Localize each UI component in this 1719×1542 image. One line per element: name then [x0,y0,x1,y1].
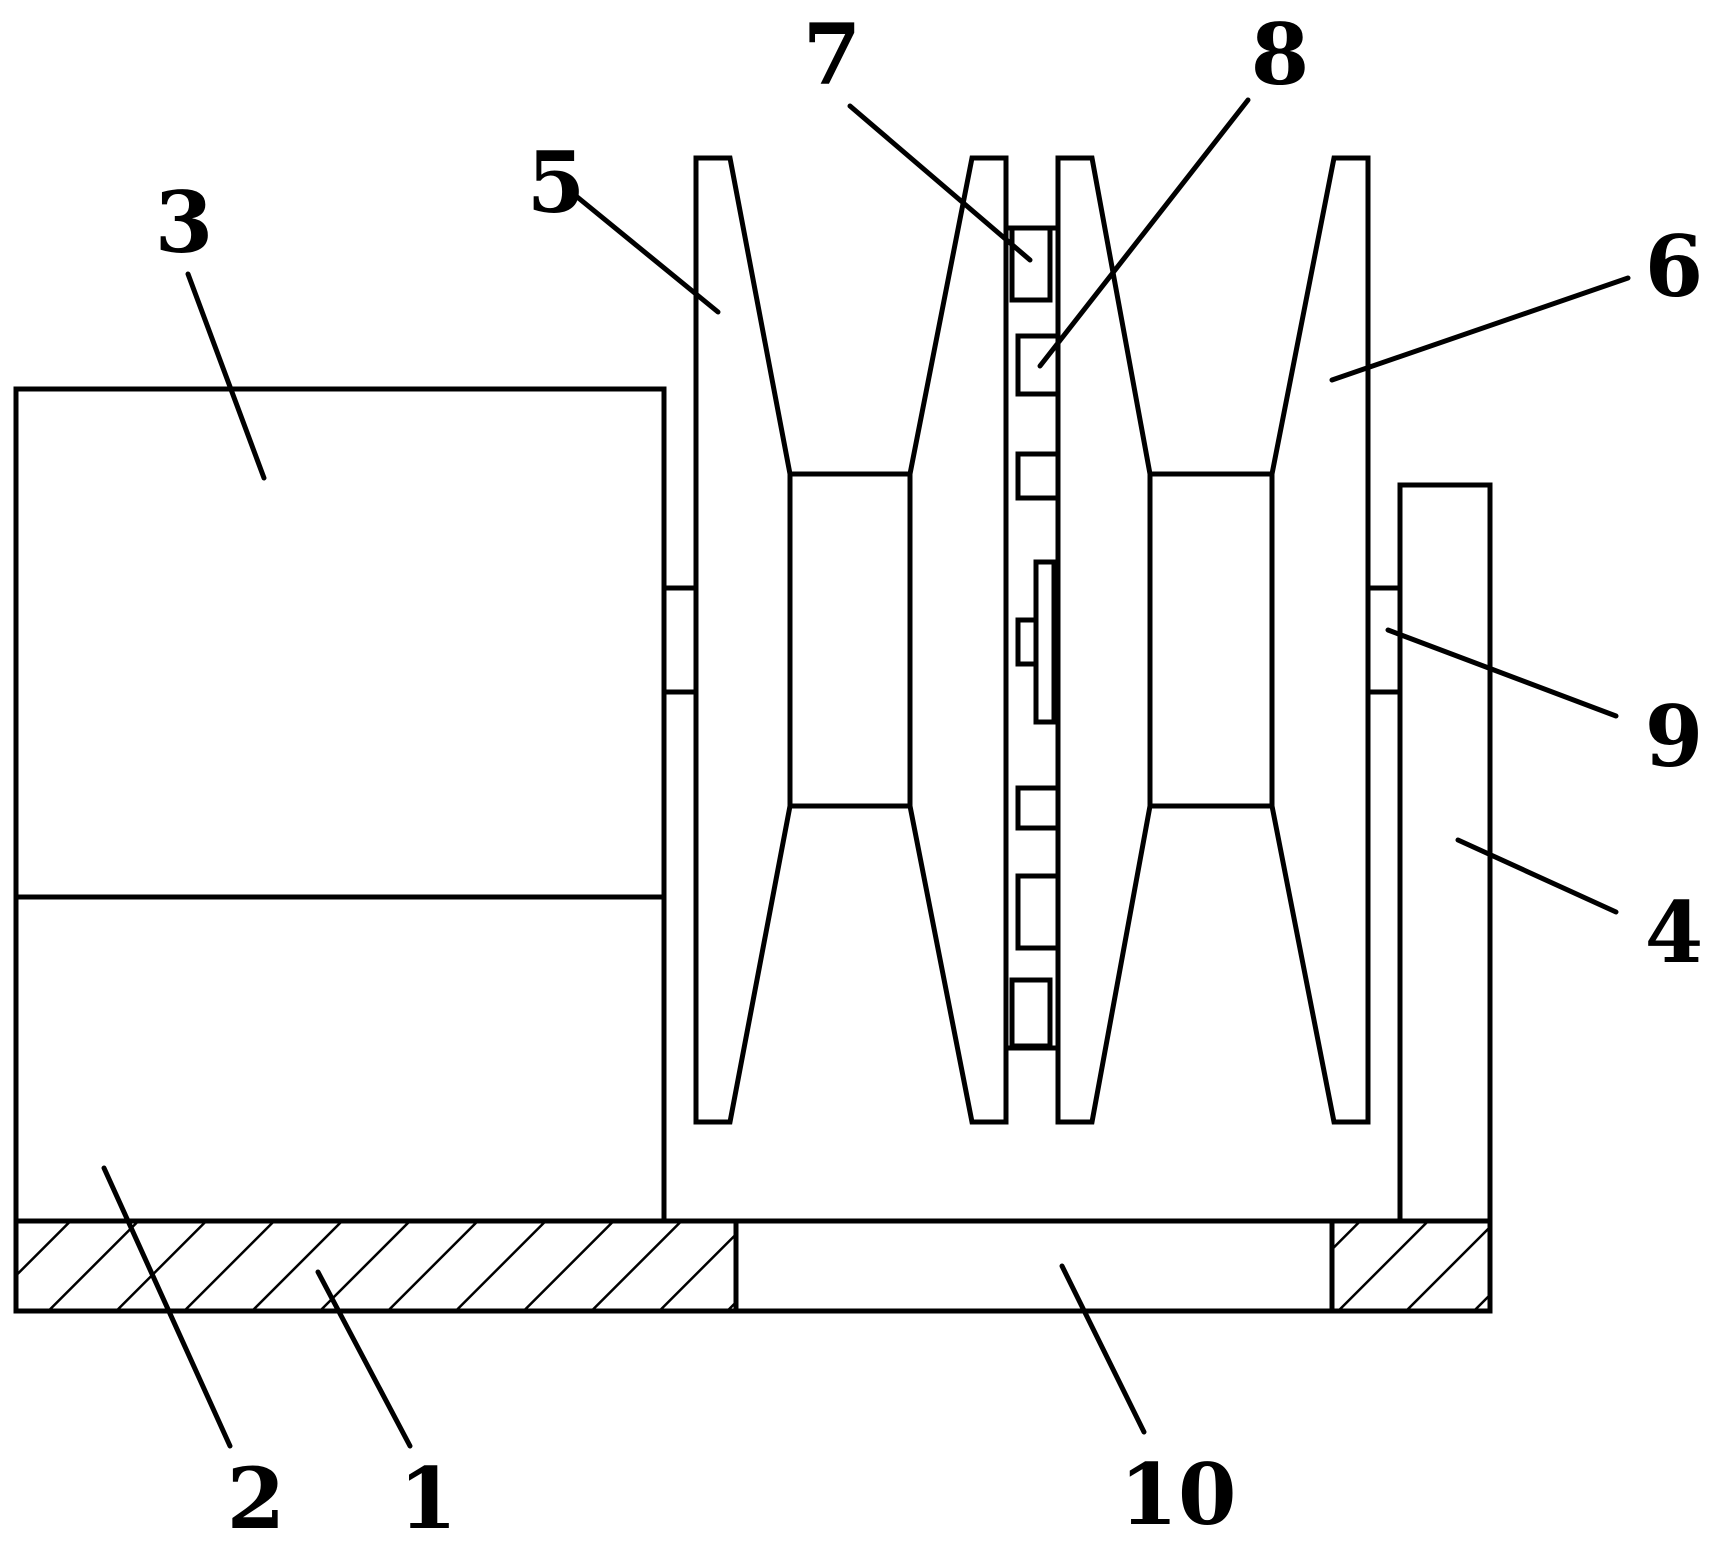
leader-7 [847,103,1033,263]
leader-4 [1455,837,1619,915]
support-post [1397,482,1493,1224]
leader-lines [101,97,1631,1449]
cutter-slot [1033,559,1057,725]
pulley-left [693,155,1009,1125]
pulley-right-hub [1147,471,1275,809]
tooth-5 [1015,873,1061,951]
leader-10 [1059,1263,1147,1435]
label-8: 8 [1251,5,1309,104]
leader-2 [101,1165,233,1449]
labels: 3 2 1 5 7 8 6 9 4 10 [155,5,1703,1542]
upper-housing [13,386,667,900]
cutter-assembly [1003,225,1061,1051]
leader-9 [1385,627,1619,719]
shaft-connector-left [661,585,699,695]
cutter-block-bottom [1009,977,1053,1049]
leader-8 [1037,97,1251,369]
label-6: 6 [1645,217,1703,316]
leader-6 [1329,275,1631,383]
pulley-right [1055,155,1371,1125]
leader-3 [185,271,267,481]
label-1: 1 [399,1449,457,1542]
label-7: 7 [803,5,861,104]
base-opening [733,1218,1335,1314]
cutter-block-top [1009,225,1053,303]
tooth-4 [1015,785,1061,831]
base-plate [13,1218,1493,1314]
label-4: 4 [1645,883,1703,982]
base-hatch-left [18,1223,734,1309]
pulley-left-hub [787,471,913,809]
label-9: 9 [1645,687,1703,786]
leader-1 [315,1269,413,1449]
tooth-2 [1015,451,1061,501]
bearing [1365,585,1403,695]
leader-5 [573,193,721,315]
label-3: 3 [155,173,213,272]
label-10: 10 [1120,1445,1237,1542]
label-5: 5 [527,133,585,232]
lower-housing [13,894,667,1224]
label-2: 2 [227,1449,285,1542]
base-hatch-right [1334,1223,1488,1309]
